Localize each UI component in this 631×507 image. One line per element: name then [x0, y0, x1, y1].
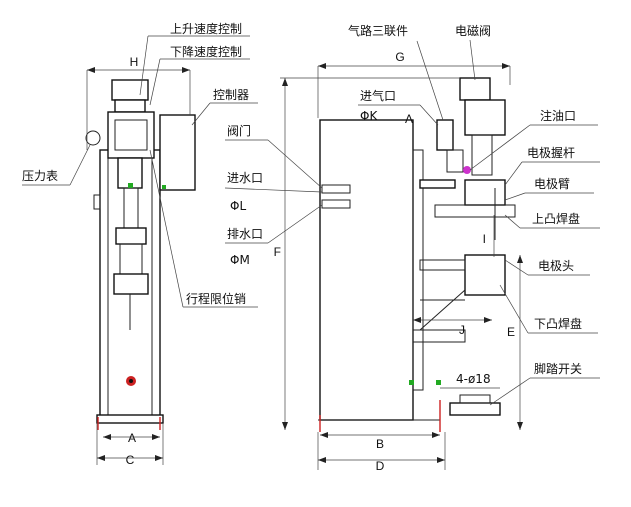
label-water-inlet-dia: ΦL	[230, 199, 246, 213]
middle-labels: 阀门 进水口 ΦL 排水口 ΦM	[224, 123, 323, 267]
label-down-speed: 下降速度控制	[170, 44, 242, 59]
upper-cylinder	[464, 99, 506, 136]
label-holes: 4-ø18	[456, 372, 491, 386]
label-electrode-rod: 电极握杆	[527, 145, 575, 160]
dim-C: C	[126, 453, 135, 467]
electrode-arm	[464, 179, 506, 206]
label-water-outlet: 排水口	[227, 227, 263, 241]
label-air-inlet-dia: ΦK	[360, 109, 378, 123]
dim-H: H	[130, 55, 139, 69]
front-view-labels: 气路三联件 电磁阀 进气口 ΦK 注油口 电极握杆 电极臂 上凸焊盘 电极头 下…	[348, 23, 600, 406]
label-electrode-arm: 电极臂	[534, 177, 570, 191]
dim-B: B	[376, 437, 384, 451]
upper-plate	[434, 204, 516, 218]
side-view-labels: 上升速度控制 下降速度控制 控制器 压力表 行程限位销	[22, 21, 258, 308]
label-water-inlet: 进水口	[227, 171, 263, 185]
dim-J: J	[459, 323, 465, 337]
dim-G: G	[395, 50, 404, 64]
lower-plate	[464, 254, 506, 296]
solenoid-valve-body	[459, 77, 491, 101]
dim-F: F	[274, 245, 281, 259]
pressure-gauge-icon	[85, 130, 101, 146]
front-body	[319, 119, 414, 421]
label-electrode-head: 电极头	[538, 259, 574, 273]
dim-I: I	[483, 232, 486, 246]
air-triple-unit	[436, 119, 454, 151]
label-upper-plate: 上凸焊盘	[532, 211, 580, 226]
label-valve: 阀门	[227, 123, 251, 138]
label-up-speed: 上升速度控制	[170, 21, 242, 36]
top-cylinder-2	[114, 99, 146, 113]
label-air-inlet: 进气口	[360, 88, 396, 103]
label-water-outlet-dia: ΦM	[230, 253, 250, 267]
label-solenoid-valve: 电磁阀	[455, 23, 491, 38]
foot-switch-icon	[449, 402, 501, 416]
label-pressure-gauge: 压力表	[22, 169, 58, 183]
oil-port-icon	[463, 166, 471, 174]
dim-A: A	[128, 431, 136, 445]
front-view: G F E I J B D A	[274, 50, 523, 473]
side-base	[96, 414, 164, 424]
side-view: H A C	[85, 55, 196, 467]
label-oil-port: 注油口	[540, 108, 576, 123]
controller-box	[159, 114, 196, 191]
label-air-triple: 气路三联件	[348, 23, 408, 38]
label-foot-switch: 脚踏开关	[534, 361, 582, 376]
top-cylinder	[111, 79, 149, 101]
label-controller: 控制器	[213, 88, 249, 102]
label-travel-limit-pin: 行程限位销	[186, 291, 246, 306]
dim-D: D	[376, 459, 385, 473]
dim-E: E	[507, 325, 515, 339]
dim-A2: A	[405, 112, 413, 126]
label-lower-plate: 下凸焊盘	[534, 316, 582, 331]
